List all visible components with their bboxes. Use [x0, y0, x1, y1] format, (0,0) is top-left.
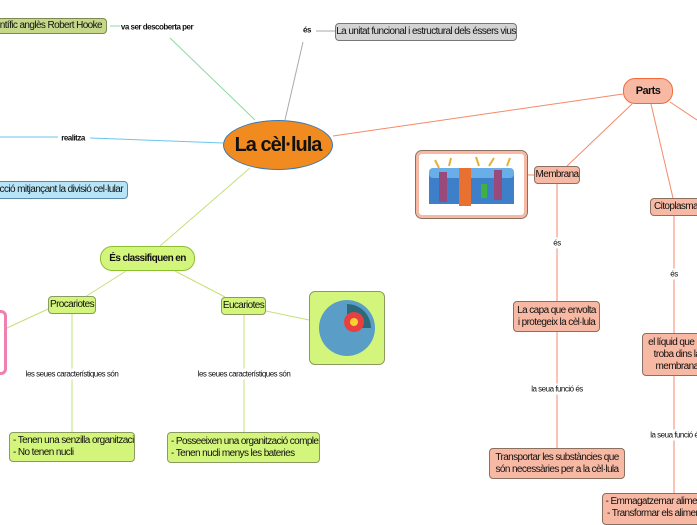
central-node[interactable]: La cèl·lula	[223, 120, 333, 170]
link-is: és	[302, 24, 312, 36]
link-membrana-function: la seua funció és	[530, 383, 584, 395]
definition-node[interactable]: La unitat funcional i estructural dels é…	[335, 23, 517, 41]
prokaryote-image	[0, 310, 7, 375]
parts-node[interactable]: Parts	[623, 78, 673, 104]
eucariotes-node[interactable]: Eucariotes	[221, 297, 266, 315]
reproduction-node[interactable]: ucció mitjançant la divisió cel·lular	[0, 181, 128, 199]
membrana-function-node[interactable]: Transportar les substàncies que són nece…	[489, 448, 625, 479]
cell-membrane-image	[415, 150, 528, 219]
link-citoplasma-is: és	[669, 268, 679, 280]
link-eucariotes-chars: les seues característiques són	[196, 368, 292, 380]
procariotes-node[interactable]: Procariotes	[48, 296, 96, 314]
membrana-definition-node[interactable]: La capa que envolta i protegeix la cèl·l…	[513, 301, 600, 332]
membrana-node[interactable]: Membrana	[534, 166, 580, 184]
citoplasma-node[interactable]: Citoplasma	[650, 198, 697, 216]
link-citoplasma-function: la seua funció és	[649, 429, 697, 441]
procariotes-chars-node[interactable]: - Tenen una senzilla organització- No te…	[9, 432, 135, 462]
link-performs: realitza	[60, 132, 86, 144]
citoplasma-function-node[interactable]: - Emmagatzemar aliments - Transformar el…	[602, 493, 697, 525]
classification-node[interactable]: És classifiquen en	[100, 246, 195, 271]
link-discovered-by: va ser descoberta per	[119, 21, 195, 33]
link-procariotes-chars: les seues característiques són	[24, 368, 120, 380]
citoplasma-definition-node[interactable]: el líquid que es troba dins la membrana	[642, 333, 697, 376]
link-membrana-is: és	[552, 237, 562, 249]
eukaryotic-cell-image	[309, 291, 385, 365]
hooke-node[interactable]: científic anglès Robert Hooke	[0, 18, 107, 34]
eucariotes-chars-node[interactable]: - Posseeixen una organització complexa- …	[167, 432, 320, 463]
